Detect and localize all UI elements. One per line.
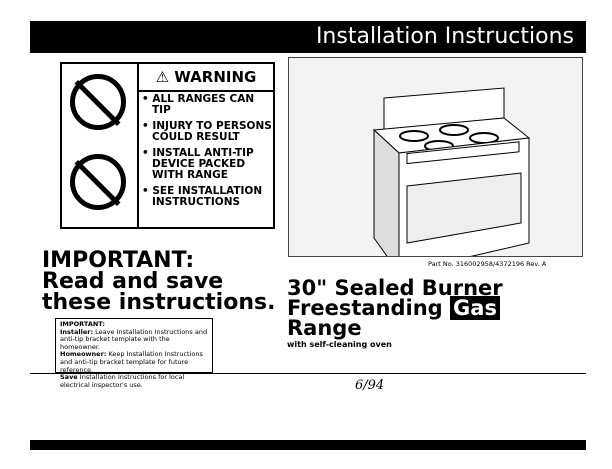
divider xyxy=(30,373,586,374)
product-title: 30" Sealed Burner Freestanding Gas Range xyxy=(287,276,503,340)
important-heading: IMPORTANT: Read and save these instructi… xyxy=(42,248,276,315)
document-title: Installation Instructions xyxy=(315,24,574,49)
save-text: Installation Instructions for local elec… xyxy=(60,373,185,389)
note-heading: IMPORTANT: xyxy=(60,320,105,328)
footer-bar xyxy=(30,440,586,450)
installer-text: Leave Installation Instructions and anti… xyxy=(60,327,208,351)
handwritten-date: 6/94 xyxy=(355,378,385,393)
warning-box: ⚠ WARNING • ALL RANGES CAN TIP • INJURY … xyxy=(60,62,275,229)
warning-item: • INSTALL ANTI-TIP DEVICE PACKED WITH RA… xyxy=(142,147,254,181)
header-bar: Installation Instructions xyxy=(30,21,586,53)
save-label: Save xyxy=(60,373,78,382)
warning-item: • SEE INSTALLATION INSTRUCTIONS xyxy=(142,185,263,208)
title-line: Freestanding xyxy=(287,296,443,320)
warning-list: • ALL RANGES CAN TIP • INJURY TO PERSONS… xyxy=(142,94,272,213)
title-line: 30" Sealed Burner xyxy=(287,276,503,300)
warning-item: • INJURY TO PERSONS COULD RESULT xyxy=(142,120,272,143)
product-subtitle: with self-cleaning oven xyxy=(287,340,392,349)
no-tip-icon xyxy=(70,74,126,130)
important-note-box: IMPORTANT: Installer: Leave Installation… xyxy=(55,318,213,388)
homeowner-label: Homeowner: xyxy=(60,350,107,359)
important-line: Read and save xyxy=(42,269,224,294)
important-line: these instructions. xyxy=(42,290,276,315)
homeowner-text: Keep Installation Instructions and anti-… xyxy=(60,350,203,374)
range-illustration xyxy=(288,57,583,275)
tip-warning-illustrations xyxy=(62,64,139,227)
title-line: Range xyxy=(287,316,362,340)
gas-badge: Gas xyxy=(450,296,500,320)
installer-label: Installer: xyxy=(60,327,94,336)
warning-heading: ⚠ WARNING xyxy=(139,64,273,92)
part-number: Part No. 316002958/4372196 Rev. A xyxy=(428,260,547,268)
warning-item: • ALL RANGES CAN TIP xyxy=(142,93,255,116)
important-line: IMPORTANT: xyxy=(42,248,195,273)
gas-range-drawing xyxy=(372,87,531,275)
no-tip-icon xyxy=(70,154,126,210)
